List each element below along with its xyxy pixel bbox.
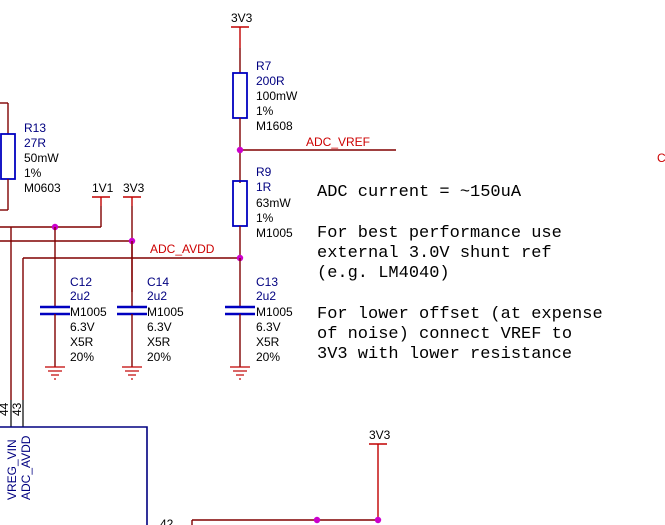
note-line-2: For best performance use (317, 224, 562, 243)
r13-power: 50mW (24, 151, 59, 165)
r7-value: 200R (256, 74, 285, 88)
power-1v1-label: 1V1 (92, 181, 114, 195)
note-line-6: of noise) connect VREF to (317, 325, 572, 344)
note-line-3: external 3.0V shunt ref (317, 244, 552, 263)
c12-dielectric: X5R (70, 335, 94, 349)
ic-pin-42-number: 42 (160, 517, 174, 525)
power-3v3-top: 3V3 (231, 11, 253, 48)
c12-tolerance: 20% (70, 350, 94, 364)
capacitor-c14: C14 2u2 M1005 6.3V X5R 20% (117, 241, 184, 367)
capacitor-c13: C13 2u2 M1005 6.3V X5R 20% (225, 258, 293, 367)
r9-power: 63mW (256, 196, 291, 210)
c13-voltage: 6.3V (256, 320, 281, 334)
note-line-1: ADC current = ~150uA (317, 183, 522, 202)
c14-ref: C14 (147, 275, 169, 289)
note-line-5: For lower offset (at expense (317, 305, 603, 324)
power-3v3-mid-label: 3V3 (123, 181, 145, 195)
c14-dielectric: X5R (147, 335, 171, 349)
note-line-7: 3V3 with lower resistance (317, 345, 572, 364)
c13-ref: C13 (256, 275, 278, 289)
r9-package: M1005 (256, 226, 293, 240)
r13-package: M0603 (24, 181, 61, 195)
c12-package: M1005 (70, 305, 107, 319)
power-3v3-bottom-label: 3V3 (369, 428, 391, 442)
ic-pin-43-number: 43 (10, 402, 24, 416)
ic-pin-adc-avdd: ADC_AVDD (19, 435, 33, 500)
r7-ref: R7 (256, 59, 272, 73)
net-adc-vref-label: ADC_VREF (306, 135, 370, 149)
power-1v1: 1V1 (92, 181, 114, 206)
c12-value: 2u2 (70, 289, 90, 303)
ground-symbol-c13 (230, 366, 250, 380)
resistor-r13: R13 27R 50mW 1% M0603 (0, 102, 61, 211)
resistor-r9: R9 1R 63mW 1% M1005 (232, 165, 293, 258)
r13-tolerance: 1% (24, 166, 42, 180)
power-3v3-mid: 3V3 (123, 181, 145, 206)
capacitor-c12: C12 2u2 M1005 6.3V X5R 20% (40, 227, 107, 367)
c13-tolerance: 20% (256, 350, 280, 364)
r7-package: M1608 (256, 119, 293, 133)
power-3v3-bottom: 3V3 (369, 428, 391, 520)
c14-value: 2u2 (147, 289, 167, 303)
ic-body: 44 43 VREG_VIN ADC_AVDD 42 (0, 227, 174, 525)
ground-symbol-c14 (122, 366, 142, 380)
power-3v3-top-label: 3V3 (231, 11, 253, 25)
design-notes: ADC current = ~150uA For best performanc… (317, 183, 603, 364)
c13-dielectric: X5R (256, 335, 280, 349)
offpage-net-label: C (657, 151, 665, 165)
r7-power: 100mW (256, 89, 298, 103)
r9-ref: R9 (256, 165, 272, 179)
c12-ref: C12 (70, 275, 92, 289)
net-adc-avdd-label: ADC_AVDD (150, 242, 215, 256)
c13-package: M1005 (256, 305, 293, 319)
c14-tolerance: 20% (147, 350, 171, 364)
r13-value: 27R (24, 136, 46, 150)
c13-value: 2u2 (256, 289, 276, 303)
note-line-4: (e.g. LM4040) (317, 264, 450, 283)
resistor-r7: R7 200R 100mW 1% M1608 (232, 48, 298, 183)
ic-pin-vreg-vin: VREG_VIN (5, 439, 19, 500)
c12-voltage: 6.3V (70, 320, 95, 334)
c14-package: M1005 (147, 305, 184, 319)
r9-value: 1R (256, 180, 272, 194)
r7-tolerance: 1% (256, 104, 274, 118)
rail-wires: ADC_AVDD (0, 206, 244, 292)
net-bottom-rail (191, 516, 382, 525)
r9-tolerance: 1% (256, 211, 274, 225)
c14-voltage: 6.3V (147, 320, 172, 334)
ground-symbol-c12 (45, 366, 65, 380)
ic-pin-44-number: 44 (0, 402, 11, 416)
net-adc-vref: ADC_VREF (236, 135, 396, 154)
r13-ref: R13 (24, 121, 46, 135)
